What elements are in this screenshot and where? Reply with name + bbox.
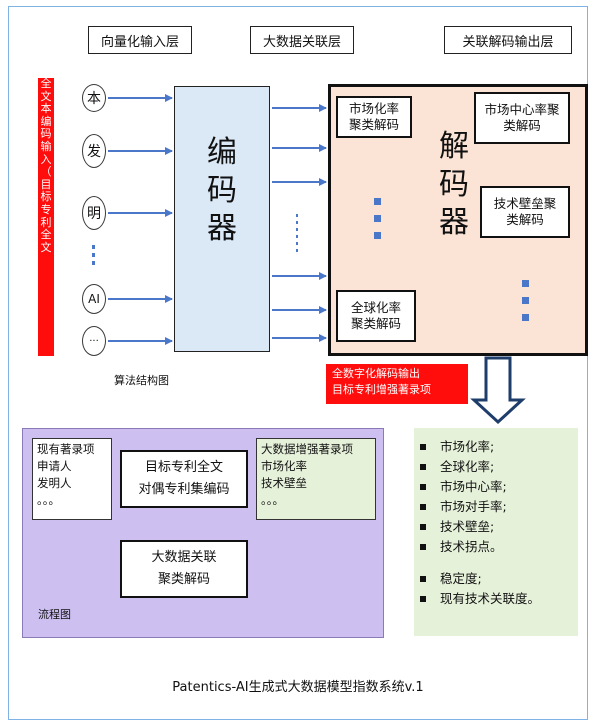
input-node-4: AI (82, 284, 106, 314)
enhanced-records-title: 大数据增强著录项 (261, 442, 353, 456)
input-text-strip: 全文本编码输入（目标专利全文 (38, 77, 54, 356)
input-node-5: ··· (82, 326, 106, 356)
red-output-line: 全数字化解码输出 (332, 367, 420, 380)
bullet-icon (420, 443, 426, 450)
layer-header-text: 向量化输入层 (100, 34, 179, 50)
existing-records-box: 现有著录项 申请人 发明人 。。。 (32, 438, 112, 520)
footer-text: Patentics-AI生成式大数据模型指数系统v.1 (172, 680, 424, 695)
output-item-text: 全球化率; (440, 459, 495, 474)
caption-text: 流程图 (38, 608, 71, 621)
output-list: 市场化率; 全球化率; 市场中心率; 市场对手率; 技术壁垒; 技术拐点。 稳定… (414, 428, 578, 636)
decoder-label: 解码器 (438, 128, 470, 242)
existing-records-item: 发明人 (37, 476, 72, 490)
output-item: 技术壁垒; (420, 516, 494, 535)
bullet-icon (420, 503, 426, 510)
cluster-step-line: 聚类解码 (157, 572, 210, 587)
output-item: 技术拐点。 (420, 536, 503, 555)
layer-header-decode-output: 关联解码输出层 (444, 26, 572, 54)
layer-header-text: 关联解码输出层 (462, 34, 554, 50)
ellipsis-dot (522, 297, 529, 304)
output-item-text: 技术壁垒; (440, 519, 495, 534)
outer-frame (8, 6, 588, 720)
decode-label: 全球化率聚类解码 (350, 300, 401, 331)
bullet-icon (420, 575, 426, 582)
ellipsis-dot (296, 242, 298, 245)
ellipsis-dot (522, 314, 529, 321)
ellipsis-dot (92, 245, 95, 249)
ellipsis-dot (296, 228, 298, 231)
encoder-text: 编码器 (207, 135, 237, 246)
output-item: 全球化率; (420, 456, 494, 475)
output-item-text: 市场对手率; (440, 499, 507, 514)
output-item-text: 技术拐点。 (440, 539, 503, 554)
bullet-icon (420, 483, 426, 490)
input-node-1: 本 (82, 84, 106, 112)
enhanced-records-item: 技术壁垒 (261, 476, 307, 490)
output-item: 市场中心率; (420, 476, 507, 495)
enhanced-records-box: 大数据增强著录项 市场化率 技术壁垒 。。。 (256, 438, 376, 520)
digital-output-label: 全数字化解码输出 目标专利增强著录项 (326, 364, 468, 404)
decoder-text: 解码器 (439, 129, 469, 240)
output-item-text: 市场化率; (440, 439, 495, 454)
cluster-step-line: 大数据关联 (151, 550, 217, 565)
node-label: 发 (87, 144, 101, 160)
strip-text: 全文本编码输入（目标专利全文 (40, 77, 52, 254)
decode-tech-barrier: 技术壁垒聚类解码 (480, 186, 570, 238)
bullet-icon (420, 463, 426, 470)
output-item: 市场化率; (420, 436, 494, 455)
decode-global-rate: 全球化率聚类解码 (336, 290, 416, 342)
decode-label: 市场化率聚类解码 (348, 101, 399, 132)
ellipsis-dot (522, 280, 529, 287)
ellipsis-dot (92, 261, 95, 265)
algo-caption: 算法结构图 (114, 372, 169, 388)
ellipsis-dot (296, 235, 298, 238)
input-node-2: 发 (82, 134, 106, 168)
ellipsis-dot (374, 198, 381, 205)
node-label: 明 (87, 206, 101, 222)
ellipsis-dot (296, 221, 298, 224)
bullet-icon (420, 523, 426, 530)
caption-text: 算法结构图 (114, 374, 169, 387)
red-output-line: 目标专利增强著录项 (332, 383, 431, 396)
footer-title: Patentics-AI生成式大数据模型指数系统v.1 (0, 676, 596, 695)
node-label: AI (88, 292, 100, 306)
decode-label: 市场中心率聚类解码 (484, 102, 560, 133)
existing-records-item: 申请人 (37, 459, 72, 473)
existing-records-title: 现有著录项 (37, 442, 95, 456)
layer-header-big-data: 大数据关联层 (250, 26, 354, 54)
layer-header-text: 大数据关联层 (262, 34, 341, 50)
ellipsis-dot (296, 214, 298, 217)
output-item-text: 现有技术关联度。 (440, 591, 541, 606)
output-item: 现有技术关联度。 (420, 588, 540, 607)
ellipsis-dot (296, 249, 298, 252)
decode-market-center: 市场中心率聚类解码 (474, 92, 570, 144)
ellipsis-dot (92, 253, 95, 257)
flow-caption: 流程图 (38, 606, 71, 622)
bullet-icon (420, 543, 426, 550)
node-label: ··· (89, 335, 99, 347)
enhanced-records-ellipsis: 。。。 (261, 493, 284, 507)
ellipsis-dot (374, 232, 381, 239)
encode-step-line: 目标专利全文 (144, 460, 223, 475)
output-item: 市场对手率; (420, 496, 507, 515)
decode-market-rate: 市场化率聚类解码 (336, 96, 412, 138)
cluster-step-box: 大数据关联 聚类解码 (120, 540, 248, 598)
output-item-text: 稳定度; (440, 571, 482, 586)
ellipsis-dot (374, 215, 381, 222)
node-label: 本 (87, 91, 101, 107)
encoder-block (174, 86, 270, 352)
output-item: 稳定度; (420, 568, 482, 587)
encode-step-line: 对偶专利集编码 (138, 482, 230, 497)
bullet-icon (420, 595, 426, 602)
enhanced-records-item: 市场化率 (261, 459, 307, 473)
encode-step-box: 目标专利全文 对偶专利集编码 (120, 450, 248, 508)
decode-label: 技术壁垒聚类解码 (493, 196, 557, 227)
encoder-label: 编码器 (206, 134, 238, 248)
existing-records-ellipsis: 。。。 (37, 493, 60, 507)
output-down-arrow (470, 356, 526, 425)
layer-header-vector-input: 向量化输入层 (88, 26, 192, 54)
output-item-text: 市场中心率; (440, 479, 507, 494)
input-node-3: 明 (82, 196, 106, 230)
